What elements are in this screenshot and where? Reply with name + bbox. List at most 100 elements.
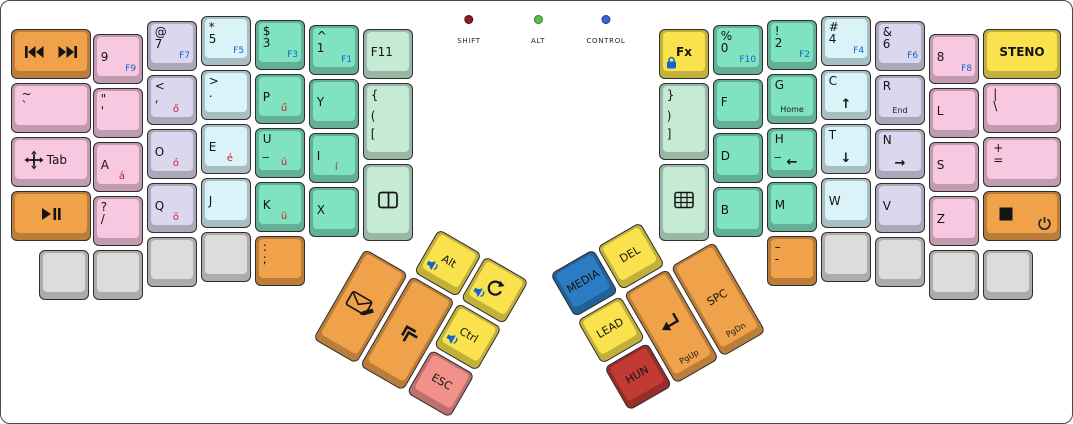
key-stop-power[interactable] (983, 191, 1061, 241)
key-window-split-top (367, 167, 409, 233)
key-blank-left-4[interactable] (201, 232, 251, 282)
key-quote-apostrophe-label: " (100, 91, 107, 106)
key-blank-right-2[interactable] (875, 237, 925, 287)
key-pipe-backslash[interactable]: |\ (983, 83, 1061, 133)
key-p-label: P (262, 90, 271, 105)
key-redo[interactable] (460, 256, 529, 325)
key-b[interactable]: B (713, 187, 763, 237)
key-close-brackets[interactable]: })] (659, 83, 709, 160)
key-blank-left-2[interactable] (93, 250, 143, 300)
key-open-brackets-label: { (370, 88, 379, 103)
key-quote-apostrophe-top: "' (97, 91, 139, 130)
key-w[interactable]: W (821, 178, 871, 228)
key-blank-left-3[interactable] (147, 237, 197, 287)
key-i-label: í (334, 162, 338, 174)
key-close-brackets-label: ] (666, 127, 672, 142)
key-dash[interactable]: –- (767, 236, 817, 286)
key-quote-apostrophe[interactable]: "' (93, 88, 143, 138)
key-fx[interactable]: Fx (659, 29, 709, 79)
key-less-comma-label: < (154, 78, 165, 93)
key-m-label: M (774, 198, 786, 213)
key-ctrl[interactable]: Ctrl (433, 302, 502, 372)
key-amp-6-label: F6 (907, 51, 919, 62)
key-blank-right-1[interactable] (821, 232, 871, 282)
indicator-control: CONTROL (586, 15, 625, 45)
key-n-top: N→ (879, 132, 921, 171)
key-h[interactable]: H_← (767, 128, 817, 178)
indicator-label: CONTROL (586, 37, 626, 45)
key-m[interactable]: M (767, 182, 817, 232)
volume-down-icon (472, 285, 489, 301)
key-u-label: ú (280, 157, 288, 169)
key-f[interactable]: F (713, 79, 763, 129)
key-numpad[interactable] (659, 164, 709, 241)
key-caret-1-label: ^ (316, 28, 327, 43)
key-c-top: C↑ (825, 73, 867, 112)
key-s[interactable]: S (929, 142, 979, 192)
key-enter[interactable]: PgUp (623, 268, 720, 384)
key-steno[interactable]: STENO (983, 29, 1061, 79)
key-j[interactable]: J (201, 178, 251, 228)
key-space-label: PgDn (724, 321, 748, 340)
key-blank-right-4[interactable] (983, 250, 1033, 300)
key-greater-period[interactable]: >. (201, 70, 251, 120)
key-open-brackets[interactable]: {([ (363, 83, 413, 160)
key-close-brackets-label: ) (666, 109, 672, 124)
key-blank-left-1[interactable] (39, 250, 89, 300)
key-play-pause[interactable] (11, 191, 91, 241)
key-alt[interactable]: Alt (413, 229, 483, 298)
key-compose[interactable] (313, 248, 409, 364)
key-colon-semicolon[interactable]: :; (255, 236, 305, 286)
key-less-comma-label: , (154, 91, 159, 106)
key-y[interactable]: Y (309, 79, 359, 129)
key-p-label: ű (280, 103, 288, 115)
key-double-chevron[interactable] (359, 275, 456, 391)
key-t[interactable]: T↓ (821, 124, 871, 174)
key-enter-label: PgUp (678, 348, 701, 367)
key-f11[interactable]: F11 (363, 29, 413, 79)
key-c[interactable]: C↑ (821, 70, 871, 120)
key-l[interactable]: L (929, 88, 979, 138)
key-x[interactable]: X (309, 187, 359, 237)
key-window-split[interactable] (363, 164, 413, 241)
key-hash-4-label: 4 (828, 32, 837, 47)
key-u[interactable]: U_ú (255, 128, 305, 178)
key-percent-0-label: % (720, 28, 733, 43)
key-d[interactable]: D (713, 133, 763, 183)
key-plus-equals[interactable]: += (983, 137, 1061, 187)
key-tab[interactable]: Tab (11, 137, 91, 187)
key-tilde-grave[interactable]: ~` (11, 83, 91, 133)
key-n[interactable]: N→ (875, 129, 925, 179)
key-less-comma[interactable]: <,ő (147, 75, 197, 125)
key-hash-4-label: # (828, 19, 839, 34)
key-v[interactable]: V (875, 183, 925, 233)
key-z[interactable]: Z (929, 196, 979, 246)
key-question-slash[interactable]: ?/ (93, 196, 143, 246)
key-blank-right-3[interactable] (929, 250, 979, 300)
key-media-prev-next[interactable] (11, 29, 91, 79)
